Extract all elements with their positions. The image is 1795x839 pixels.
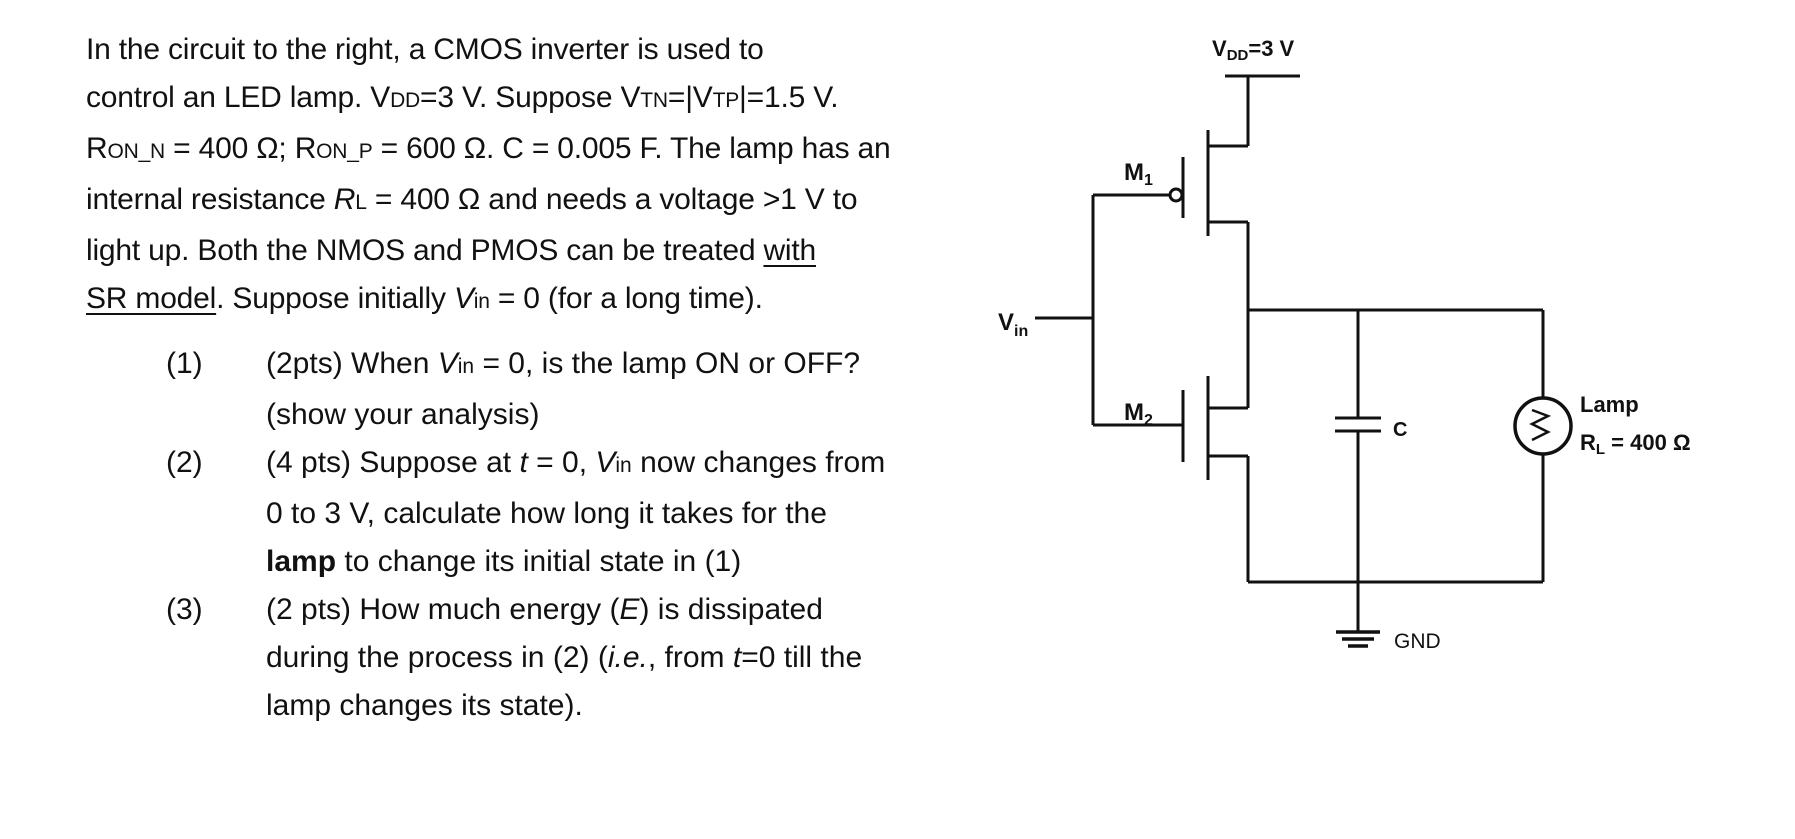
- question-text: (2 pts) How much energy (E) is dissipate…: [266, 586, 986, 730]
- subscript: TP: [712, 89, 740, 112]
- text: 0 to 3 V, calculate how long it takes fo…: [266, 497, 827, 530]
- text: =|V: [667, 81, 713, 114]
- text: R: [1580, 430, 1596, 455]
- text: |=1.5 V.: [739, 81, 839, 114]
- m2-label: M2: [1124, 399, 1153, 429]
- italic-text: R: [333, 183, 356, 216]
- subscript: 2: [1144, 412, 1153, 429]
- text: =3 V: [1248, 36, 1294, 61]
- circuit-wires: [1035, 74, 1573, 648]
- question-3: (3) (2 pts) How much energy (E) is dissi…: [166, 586, 986, 730]
- text: , from: [647, 641, 733, 674]
- problem-statement: In the circuit to the right, a CMOS inve…: [86, 26, 966, 326]
- subscript: DD: [390, 89, 421, 112]
- m1-gate-bubble: [1168, 187, 1184, 203]
- italic-text: E: [619, 593, 640, 626]
- lamp-label: Lamp: [1580, 392, 1639, 417]
- question-text: (2pts) When Vin = 0, is the lamp ON or O…: [266, 340, 986, 439]
- subscript: 1: [1144, 172, 1153, 189]
- subscript: L: [1596, 441, 1605, 458]
- subscript: in: [615, 454, 632, 477]
- text: lamp changes its state).: [266, 689, 583, 722]
- text: now changes from: [631, 446, 886, 479]
- text: control an LED lamp. V: [86, 81, 391, 114]
- underlined-text: with: [763, 234, 817, 267]
- question-number: (1): [166, 347, 203, 380]
- text: V: [1212, 36, 1227, 61]
- resistance-label: RL = 400 Ω: [1580, 430, 1691, 458]
- intro-line-3: RON_N = 400 Ω; RON_P = 600 Ω. C = 0.005 …: [86, 125, 966, 176]
- italic-text: i.e.: [607, 641, 648, 674]
- text: (4 pts) Suppose at: [266, 446, 520, 479]
- subscript: in: [473, 290, 490, 313]
- italic-text: t: [519, 446, 528, 479]
- intro-line-5: light up. Both the NMOS and PMOS can be …: [86, 227, 966, 275]
- intro-line-4: internal resistance RL = 400 Ω and needs…: [86, 176, 966, 227]
- text: . Suppose initially: [216, 282, 454, 315]
- text: M: [1124, 399, 1144, 426]
- subscript: in: [1014, 323, 1028, 340]
- underlined-text: SR model: [86, 282, 217, 315]
- text: =3 V. Suppose V: [420, 81, 641, 114]
- m1-label: M1: [1124, 159, 1153, 189]
- question-number: (3): [166, 593, 203, 626]
- text: R: [86, 132, 108, 165]
- italic-text: t: [732, 641, 742, 674]
- subscript: ON_N: [107, 140, 166, 163]
- text: V: [998, 309, 1014, 336]
- text: = 0 (for a long time).: [489, 282, 763, 315]
- text: =0 till the: [741, 641, 863, 674]
- bold-text: lamp: [266, 545, 337, 578]
- italic-text: V: [595, 446, 616, 479]
- subscript: L: [355, 191, 367, 214]
- text: In the circuit to the right, a CMOS inve…: [86, 33, 764, 66]
- text: during the process in (2) (: [266, 641, 608, 674]
- intro-line-2: control an LED lamp. VDD=3 V. Suppose VT…: [86, 74, 966, 125]
- capacitor-label: C: [1393, 419, 1407, 441]
- subscript: DD: [1227, 47, 1249, 64]
- question-2: (2) (4 pts) Suppose at t = 0, Vin now ch…: [166, 439, 986, 586]
- intro-line-6: SR model. Suppose initially Vin = 0 (for…: [86, 275, 966, 326]
- gnd-label: GND: [1394, 630, 1441, 653]
- subscript: TN: [640, 89, 668, 112]
- vdd-label: VDD=3 V: [1212, 36, 1295, 64]
- question-number: (2): [166, 446, 203, 479]
- question-1: (1) (2pts) When Vin = 0, is the lamp ON …: [166, 340, 986, 439]
- italic-text: V: [437, 347, 458, 380]
- lamp-circle: [1513, 396, 1573, 456]
- text: = 400 Ω and needs a voltage >1 V to: [366, 183, 858, 216]
- text: = 400 Ω: [1605, 430, 1691, 455]
- text: (2pts) When: [266, 347, 438, 380]
- text: = 400 Ω; R: [165, 132, 317, 165]
- text: light up. Both the NMOS and PMOS can be …: [86, 234, 764, 267]
- subscript: ON_P: [316, 140, 373, 163]
- intro-line-1: In the circuit to the right, a CMOS inve…: [86, 26, 966, 74]
- subscript: in: [457, 355, 475, 378]
- text: ) is dissipated: [639, 593, 823, 626]
- text: = 600 Ω. C = 0.005 F. The lamp has an: [372, 132, 891, 165]
- lamp-icon: [1529, 408, 1552, 442]
- question-text: (4 pts) Suppose at t = 0, Vin now change…: [266, 439, 986, 586]
- text: = 0, is the lamp ON or OFF?: [474, 347, 861, 380]
- text: = 0,: [527, 446, 596, 479]
- italic-text: V: [453, 282, 474, 315]
- vin-label: Vin: [998, 309, 1028, 340]
- question-list: (1) (2pts) When Vin = 0, is the lamp ON …: [166, 340, 986, 730]
- text: to change its initial state in (1): [336, 545, 742, 578]
- text: (show your analysis): [266, 398, 540, 431]
- text: (2 pts) How much energy (: [266, 593, 620, 626]
- text: internal resistance: [86, 183, 334, 216]
- text: M: [1124, 159, 1144, 186]
